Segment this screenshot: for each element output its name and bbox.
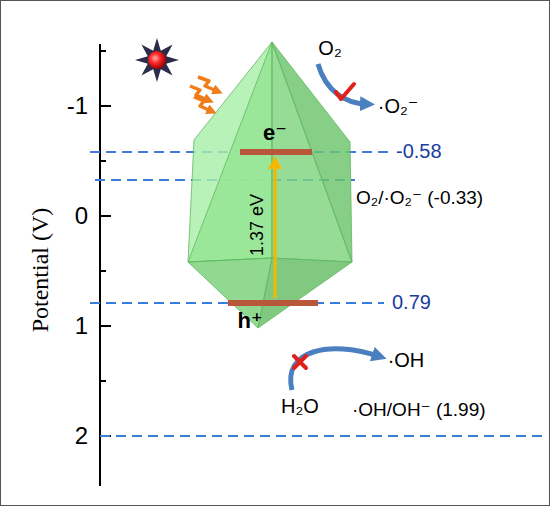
potential-axis <box>100 44 111 486</box>
species-label: ·OH <box>388 349 425 371</box>
axis-tick-label: 1 <box>75 313 88 339</box>
oxidation-arrow <box>291 349 378 390</box>
species-label: O₂ <box>318 37 341 59</box>
cross-stroke <box>294 356 306 368</box>
minor-tick <box>100 380 106 382</box>
check-mark <box>336 84 354 99</box>
sun-rays <box>135 38 179 82</box>
minor-tick <box>100 50 106 52</box>
species-label: ·O₂⁻ <box>378 95 419 117</box>
light-bolt <box>194 97 211 111</box>
crystal-node: e⁻ 1.37 eV h⁺ <box>186 40 354 332</box>
axis-line <box>99 44 101 486</box>
minor-tick <box>100 270 106 272</box>
major-tick <box>100 105 111 107</box>
axis-tick-label: 2 <box>75 423 88 449</box>
species-label: H₂O <box>281 395 319 417</box>
hole-label: h⁺ <box>237 309 262 333</box>
electron-label: e⁻ <box>263 121 287 145</box>
reduction-arrow <box>318 64 366 104</box>
band-gap-label: 1.37 eV <box>248 194 268 256</box>
sun-icon <box>135 38 179 82</box>
axis-tick-label: 0 <box>75 203 88 229</box>
light-bolt <box>198 77 217 91</box>
sun-ball <box>148 51 166 69</box>
crystal-shape <box>186 40 354 332</box>
cross-mark <box>294 356 306 368</box>
cross-stroke <box>294 356 306 368</box>
valence-band-bar <box>228 300 318 306</box>
conduction-band-bar <box>240 149 312 155</box>
major-tick <box>100 325 111 327</box>
major-tick <box>100 215 111 217</box>
axis-tick-label: -1 <box>67 93 88 119</box>
minor-tick <box>100 160 106 162</box>
redox-potential-label: O₂/·O₂⁻ (-0.33) <box>356 188 483 209</box>
excitation-arrowhead <box>268 156 282 169</box>
crystal-facet <box>258 258 352 328</box>
oh-potential-line <box>100 435 545 437</box>
band-edge-value: 0.79 <box>392 291 431 313</box>
axis-title: Potential (V) <box>27 208 53 333</box>
band-edge-value: -0.58 <box>396 140 442 162</box>
redox-potential-label: ·OH/OH⁻ (1.99) <box>352 400 486 421</box>
light-bolts <box>190 77 217 111</box>
excitation-arrow <box>274 166 277 298</box>
